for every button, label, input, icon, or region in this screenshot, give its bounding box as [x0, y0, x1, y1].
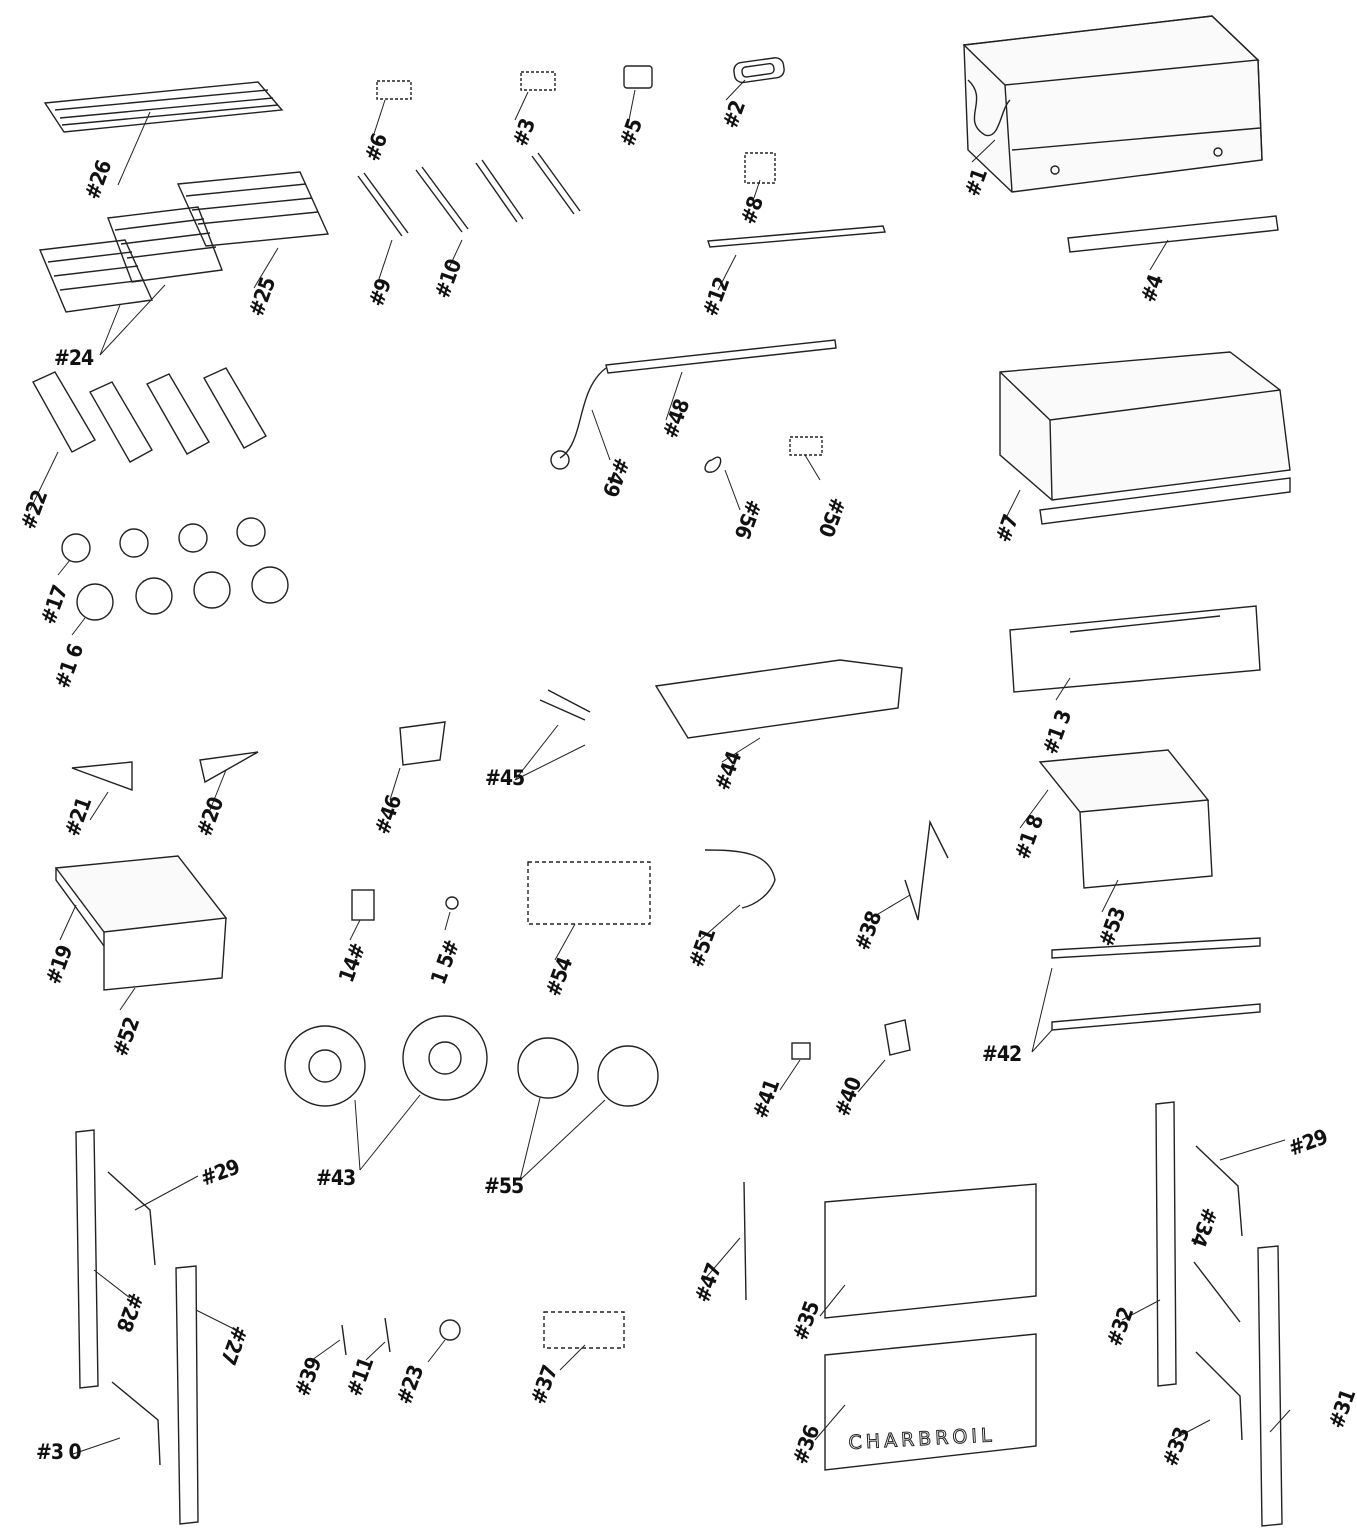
part-39 — [341, 1324, 347, 1356]
hardware-bag-37 — [543, 1311, 625, 1349]
hardware-bag-3 — [520, 71, 556, 91]
knobs-part — [61, 517, 266, 563]
door-part-35 — [824, 1183, 1037, 1319]
handle-bar-part — [1067, 215, 1279, 253]
part-label-24: #24 — [54, 346, 94, 370]
part-41 — [791, 1042, 811, 1060]
cooking-grates-part — [38, 171, 330, 313]
right-legs-part — [1155, 1101, 1283, 1527]
door-part-36 — [824, 1333, 1037, 1471]
gauge-part — [623, 65, 653, 89]
part-11 — [384, 1317, 391, 1353]
manifold-part — [550, 339, 837, 470]
heat-shield-rail-part — [707, 225, 886, 248]
igniter-module-part — [351, 889, 375, 921]
lid-part — [962, 15, 1263, 193]
right-side-shelf-part — [1038, 749, 1213, 889]
part-label-45: #45 — [485, 766, 525, 790]
part-40 — [884, 1019, 911, 1056]
bracket-part-2 — [733, 57, 785, 84]
bracket-part-21 — [71, 761, 133, 792]
hardware-bag-50 — [789, 436, 823, 456]
hubcaps-part — [517, 1037, 659, 1107]
hardware-bag-54 — [527, 861, 651, 925]
rod-part — [904, 819, 949, 921]
leader-lines — [29, 79, 1291, 1456]
left-legs-part — [75, 1129, 199, 1525]
part-47 — [743, 1181, 747, 1301]
wheels-part — [284, 1015, 488, 1107]
crossbars-part — [1051, 937, 1261, 1031]
heat-tents-part — [32, 367, 267, 463]
firebox-part — [999, 351, 1291, 525]
warming-rack-part — [43, 81, 284, 133]
igniter-button-part — [445, 896, 459, 910]
hardware-bag-8 — [744, 152, 776, 184]
left-side-shelf-part — [54, 855, 228, 991]
hardware-bag-6 — [376, 80, 412, 100]
control-panel-part — [1009, 605, 1261, 693]
bezels-part — [76, 566, 289, 621]
part-label-42: #42 — [982, 1042, 1022, 1066]
grease-tray-part — [654, 659, 903, 739]
part-label-55: #55 — [484, 1174, 524, 1198]
clip-part — [704, 456, 722, 473]
igniter-wire-part — [704, 849, 776, 909]
tray-clips-part — [539, 689, 591, 721]
part-23 — [439, 1319, 461, 1341]
part-label-43: #43 — [316, 1166, 356, 1190]
grease-cup-part — [399, 721, 446, 766]
burners-part — [357, 152, 581, 237]
bracket-part-20 — [199, 751, 259, 784]
part-label-30: #3 0 — [36, 1440, 82, 1464]
